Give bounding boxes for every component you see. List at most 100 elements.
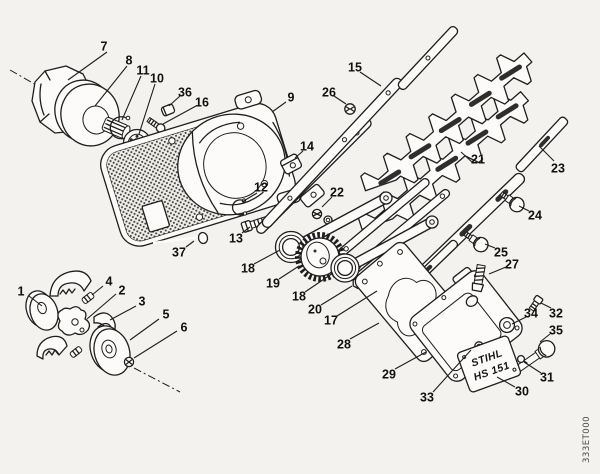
leader-line-25	[484, 243, 496, 249]
leader-line-4	[91, 285, 104, 296]
part-8-clutch-drum	[54, 79, 131, 147]
leader-line-10	[138, 83, 156, 135]
part-label-26: 26	[322, 86, 336, 100]
part-label-4: 4	[106, 275, 113, 289]
part-clutch-shoe-upper	[49, 270, 92, 297]
axis-line-bottom	[133, 367, 181, 393]
part-label-17: 17	[324, 314, 338, 328]
leader-line-1	[28, 295, 43, 307]
leader-line-31	[523, 361, 542, 374]
part-23-blade-strip	[515, 116, 569, 173]
part-clutch-shoe-lower	[36, 335, 68, 360]
part-6-lock-washer	[123, 356, 135, 368]
axis-line-top	[9, 69, 58, 98]
leader-line-35	[539, 333, 551, 343]
part-label-16: 16	[195, 96, 209, 110]
leader-line-2	[86, 293, 117, 320]
leader-line-36	[168, 95, 181, 107]
part-label-1: 1	[18, 285, 25, 299]
leader-line-15	[359, 71, 382, 87]
leader-line-29	[394, 351, 427, 370]
leader-line-23	[538, 145, 555, 162]
part-top-bar	[397, 25, 459, 91]
part-pivot-bracket	[299, 183, 325, 208]
part-label-23: 23	[551, 162, 565, 176]
part-label-24: 24	[528, 209, 542, 223]
part-label-30: 30	[515, 385, 529, 399]
part-label-6: 6	[181, 321, 188, 335]
part-36-sleeve	[160, 103, 176, 117]
leader-line-37	[185, 240, 195, 248]
part-label-37: 37	[172, 246, 186, 260]
part-34-washer	[498, 316, 516, 334]
part-label-20: 20	[308, 303, 322, 317]
part-label-2: 2	[119, 284, 126, 298]
part-27-bolt	[471, 264, 486, 293]
part-label-9: 9	[288, 91, 295, 105]
leader-line-16	[162, 105, 197, 125]
leader-line-13	[241, 226, 251, 234]
leader-line-32	[540, 302, 552, 309]
part-label-32: 32	[549, 307, 563, 321]
part-label-21: 21	[471, 153, 485, 167]
leader-line-18	[253, 249, 281, 265]
part-label-15: 15	[348, 61, 362, 75]
leader-line-21	[460, 151, 473, 163]
leader-line-26	[333, 95, 347, 105]
part-4-spring	[81, 292, 95, 304]
part-26-nut	[344, 103, 356, 115]
part-37-pin	[151, 231, 209, 245]
leader-line-14	[294, 150, 304, 159]
part-22-screws	[311, 208, 333, 225]
leader-line-19	[278, 265, 300, 280]
leader-line-30	[496, 376, 516, 388]
leader-line-17	[336, 290, 378, 317]
leader-line-27	[488, 266, 507, 275]
leader-line-8	[94, 65, 128, 107]
part-label-27: 27	[505, 258, 519, 272]
part-label-8: 8	[126, 54, 133, 68]
part-label-10: 10	[150, 72, 164, 86]
part-32-screw	[528, 294, 544, 312]
leader-line-5	[129, 318, 160, 341]
part-15-guide-bar	[261, 77, 403, 228]
leader-line-12	[241, 192, 258, 203]
leader-line-33	[432, 349, 472, 393]
leader-line-6	[133, 330, 178, 359]
part-label-12: 12	[254, 181, 268, 195]
leader-line-9	[271, 101, 287, 113]
part-14-spacer-block	[279, 153, 303, 175]
part-label-31: 31	[540, 371, 554, 385]
part-5-washer-disc	[89, 325, 131, 376]
doc-code: 333ET000	[582, 416, 592, 463]
part-label-3: 3	[139, 295, 146, 309]
leader-line-18	[304, 272, 334, 293]
part-label-22: 22	[330, 186, 344, 200]
part-spring-lower	[69, 346, 83, 358]
leader-line-7	[67, 51, 108, 81]
part-label-13: 13	[229, 232, 243, 246]
part-label-18: 18	[241, 262, 255, 276]
part-2-clutch-carrier	[57, 306, 91, 336]
part-label-19: 19	[266, 277, 280, 291]
part-label-28: 28	[337, 338, 351, 352]
part-21-cutter-blades	[352, 41, 542, 250]
leader-line-20	[320, 285, 353, 306]
part-label-34: 34	[524, 307, 538, 321]
part-label-35: 35	[549, 324, 563, 338]
part-label-5: 5	[163, 308, 170, 322]
part-label-25: 25	[494, 246, 508, 260]
part-label-11: 11	[136, 64, 149, 78]
part-18-bearing-ring-lower	[333, 256, 357, 280]
leader-line-28	[349, 322, 380, 340]
part-30-model-plate: STIHL HS 151	[456, 335, 522, 393]
leader-line-24	[518, 205, 530, 212]
part-31-screw	[516, 354, 528, 364]
part-label-7: 7	[101, 40, 108, 54]
part-label-18: 18	[292, 290, 306, 304]
part-label-33: 33	[420, 391, 434, 405]
leader-line-11	[121, 75, 142, 121]
